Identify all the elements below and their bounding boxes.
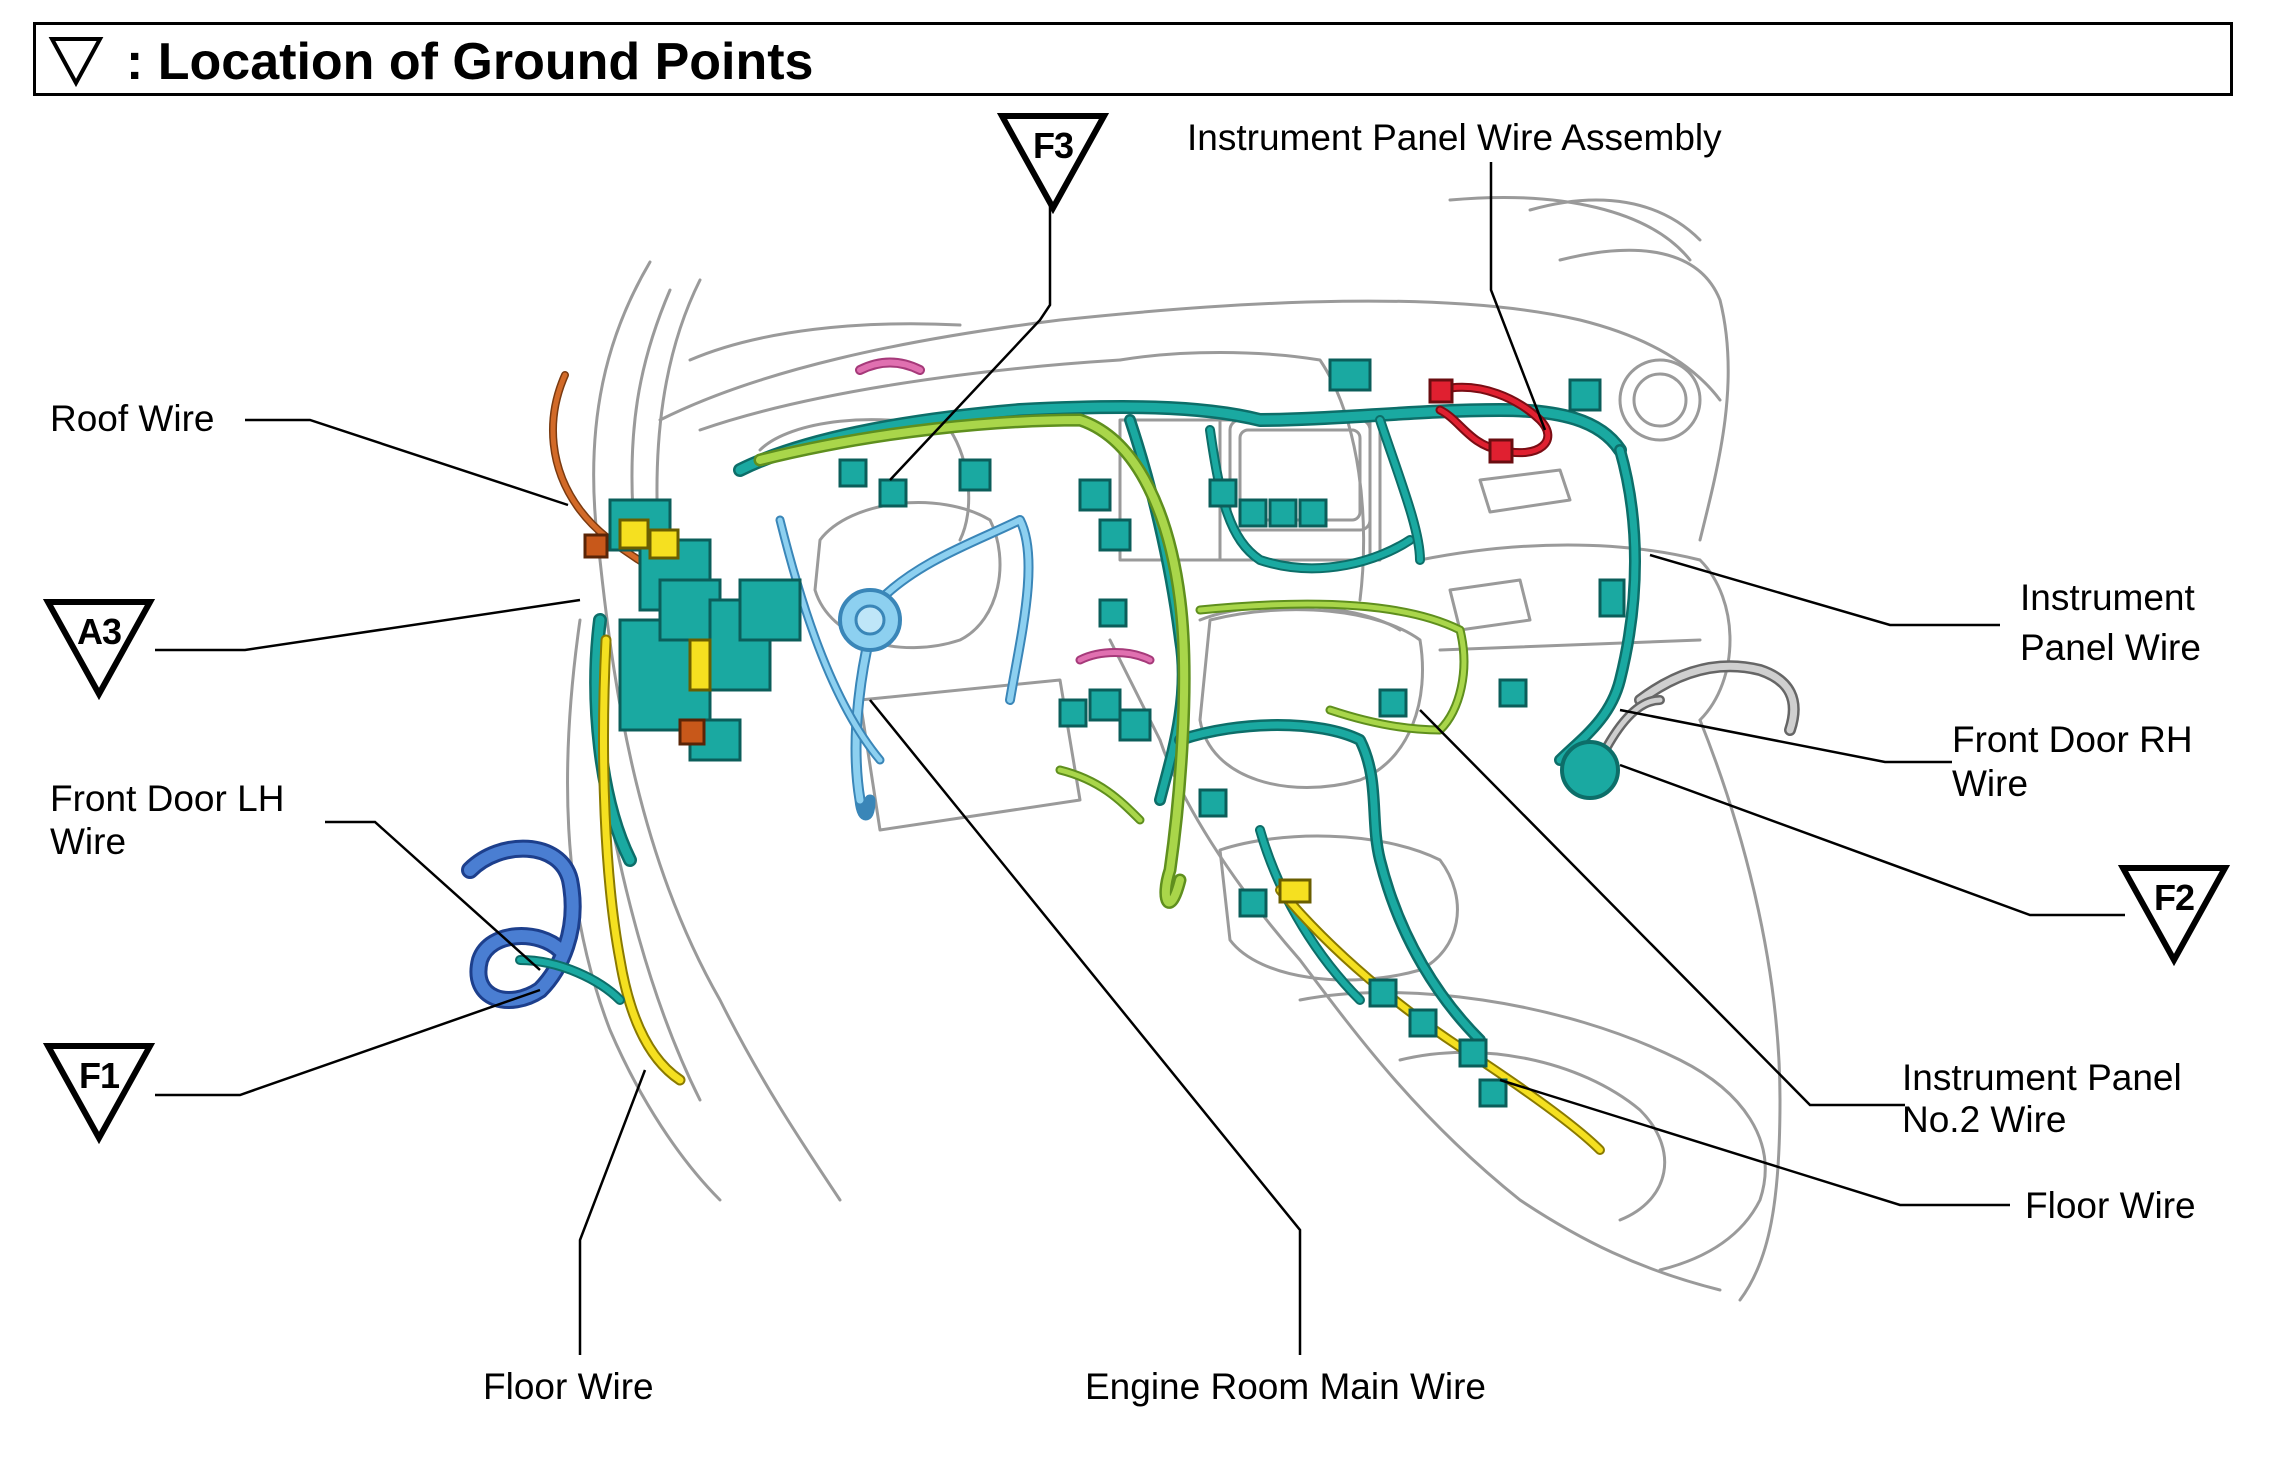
label-front-door-lh-line2: Wire [50,821,127,862]
orange-connectors [583,533,706,746]
ground-point-triangle-icon [42,599,156,701]
label-engine-room-main-wire: Engine Room Main Wire [1085,1366,1486,1407]
connector-blocks [608,358,1626,1108]
ground-point-triangle-icon [42,1043,156,1145]
ground-point-label: A3 [76,611,122,652]
label-roof-wire: Roof Wire [50,398,215,439]
label-front-door-rh-line1: Front Door RH [1952,719,2193,760]
red-connectors [1428,378,1514,464]
ground-point-f3: F3 [996,112,1110,215]
label-front-door-lh-line1: Front Door LH [50,778,285,819]
leader-floor-wire-bottom [578,1069,647,1355]
label-floor-wire-bottom: Floor Wire [483,1366,654,1407]
ground-point-triangle-icon [996,113,1110,215]
leader-roof-wire [245,418,569,507]
title-bar: : Location of Ground Points [33,22,2233,96]
label-instrument-panel-wire-assembly: Instrument Panel Wire Assembly [1187,117,1722,158]
leader-f3 [889,145,1052,481]
leader-front-door-lh [325,820,541,971]
ground-point-symbol-icon [48,37,104,88]
leader-ip-no2 [1419,709,1905,1107]
leader-f1 [155,988,541,1097]
label-instrument-panel-wire-line2: Panel Wire [2020,627,2201,668]
label-instrument-panel-no2-line2: No.2 Wire [1902,1099,2067,1140]
leader-a3 [155,598,581,652]
label-floor-wire-right: Floor Wire [2025,1185,2196,1226]
leader-floor-wire-right [1499,1078,2010,1207]
leader-front-door-rh [1619,708,1952,764]
label-front-door-rh-line2: Wire [1952,763,2029,804]
ground-point-label: F2 [2153,877,2195,918]
leader-ip-wire-assembly [1489,162,1547,431]
harness-bundles [461,357,1800,1155]
leader-engine-room [869,699,1302,1355]
yellow-connectors [618,518,1312,904]
leader-ip-wire [1649,553,2000,627]
ground-point-a3: A3 [42,598,156,701]
label-instrument-panel-no2-line1: Instrument Panel [1902,1057,2182,1098]
ground-point-label: F1 [78,1055,120,1096]
leader-f2 [1619,763,2125,917]
leader-lines [155,145,2125,1355]
ground-point-triangle-icon [2117,865,2231,967]
label-instrument-panel-wire-line1: Instrument [2020,577,2195,618]
ground-point-f1: F1 [42,1042,156,1145]
page-title: : Location of Ground Points [126,33,814,91]
ground-point-label: F3 [1032,125,1074,166]
ground-point-f2: F2 [2117,864,2231,967]
